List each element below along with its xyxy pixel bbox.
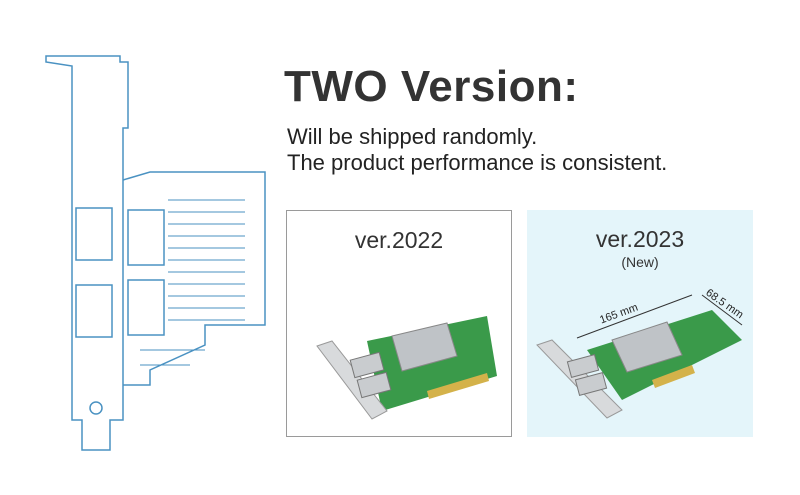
version-2023-panel: ver.2023 (New) 165 mm 68.5 mm — [527, 210, 753, 437]
version-2022-panel: ver.2022 — [286, 210, 512, 437]
network-card-image — [316, 316, 497, 420]
network-card-image — [536, 294, 743, 419]
subtitle-line-2: The product performance is consistent. — [287, 150, 668, 175]
network-card-outline-drawing — [45, 55, 266, 451]
headline: TWO Version: — [284, 62, 579, 111]
version-label: ver.2023 — [595, 226, 685, 252]
subtitle-line-1: Will be shipped randomly. — [287, 124, 538, 149]
version-label: ver.2022 — [354, 227, 444, 253]
new-badge: (New) — [621, 254, 659, 270]
